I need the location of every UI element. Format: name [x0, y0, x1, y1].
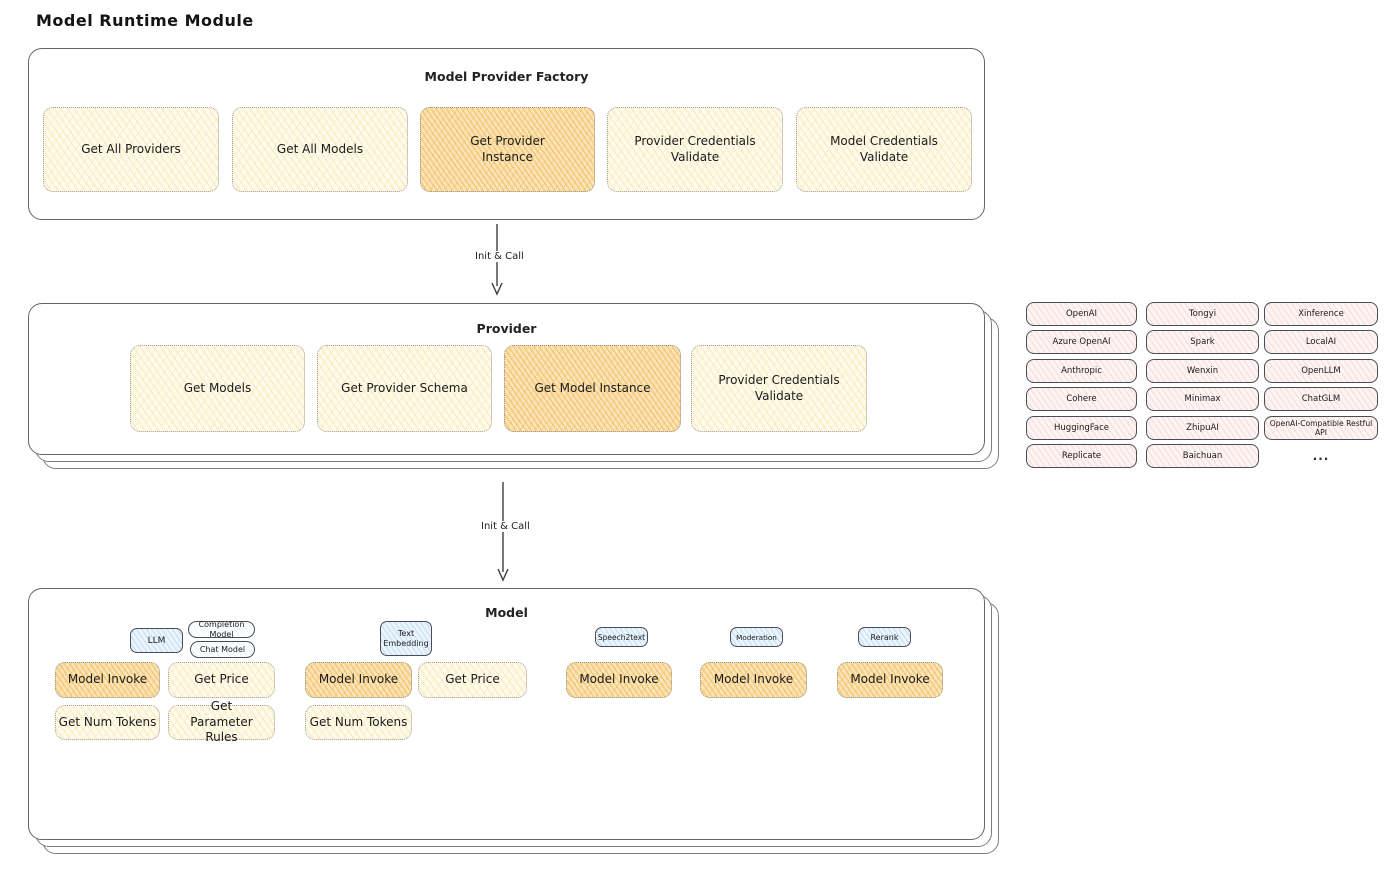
provider-card-openai-compatible: OpenAI-Compatible Restful API [1264, 416, 1378, 440]
arrow-provider-to-model [497, 482, 509, 582]
model-fn-embedding-get-price: Get Price [418, 662, 527, 698]
factory-title: Model Provider Factory [424, 68, 589, 84]
model-fn-moderation-model-invoke: Model Invoke [700, 662, 807, 698]
model-tag-rerank: Rerank [858, 627, 911, 647]
arrow-label-init-call-1: Init & Call [472, 251, 527, 262]
model-fn-embedding-model-invoke: Model Invoke [305, 662, 412, 698]
provider-card-minimax: Minimax [1146, 387, 1259, 411]
factory-box-get-provider-instance: Get Provider Instance [420, 107, 595, 192]
page-title: Model Runtime Module [36, 11, 254, 30]
provider-card-wenxin: Wenxin [1146, 359, 1259, 383]
provider-box-get-models: Get Models [130, 345, 305, 432]
model-tag-chat-model: Chat Model [190, 641, 255, 658]
provider-box-get-model-instance: Get Model Instance [504, 345, 681, 432]
provider-grid-ellipsis: ... [1312, 449, 1330, 463]
model-fn-llm-model-invoke: Model Invoke [55, 662, 160, 698]
model-title: Model [485, 604, 528, 620]
model-tag-text-embedding: Text Embedding [380, 621, 432, 656]
provider-card-spark: Spark [1146, 330, 1259, 354]
provider-title: Provider [476, 320, 537, 336]
provider-box-get-provider-schema: Get Provider Schema [317, 345, 492, 432]
provider-card-xinference: Xinference [1264, 302, 1378, 326]
model-tag-completion-model: Completion Model [188, 620, 255, 639]
arrow-label-init-call-2: Init & Call [478, 521, 533, 532]
model-tag-moderation: Moderation [730, 627, 783, 647]
factory-box-model-credentials-validate: Model Credentials Validate [796, 107, 972, 192]
provider-card-chatglm: ChatGLM [1264, 387, 1378, 411]
provider-card-azure-openai: Azure OpenAI [1026, 330, 1137, 354]
provider-card-zhipuai: ZhipuAI [1146, 416, 1259, 440]
factory-box-get-all-providers: Get All Providers [43, 107, 219, 192]
model-fn-embedding-get-num-tokens: Get Num Tokens [305, 705, 412, 740]
model-fn-llm-get-price: Get Price [168, 662, 275, 698]
provider-card-localai: LocalAI [1264, 330, 1378, 354]
model-fn-rerank-model-invoke: Model Invoke [837, 662, 943, 698]
provider-card-huggingface: HuggingFace [1026, 416, 1137, 440]
model-fn-llm-get-num-tokens: Get Num Tokens [55, 705, 160, 740]
provider-card-anthropic: Anthropic [1026, 359, 1137, 383]
provider-card-openai: OpenAI [1026, 302, 1137, 326]
provider-card-replicate: Replicate [1026, 444, 1137, 468]
model-fn-llm-get-parameter-rules: Get Parameter Rules [168, 699, 275, 744]
factory-box-provider-credentials-validate: Provider Credentials Validate [607, 107, 783, 192]
model-fn-speech2text-model-invoke: Model Invoke [566, 662, 672, 698]
model-tag-speech2text: Speech2text [595, 627, 648, 647]
model-tag-llm: LLM [130, 628, 183, 653]
provider-card-cohere: Cohere [1026, 387, 1137, 411]
provider-box-provider-credentials-validate: Provider Credentials Validate [691, 345, 867, 432]
factory-box-get-all-models: Get All Models [232, 107, 408, 192]
provider-card-openllm: OpenLLM [1264, 359, 1378, 383]
provider-card-baichuan: Baichuan [1146, 444, 1259, 468]
provider-card-tongyi: Tongyi [1146, 302, 1259, 326]
